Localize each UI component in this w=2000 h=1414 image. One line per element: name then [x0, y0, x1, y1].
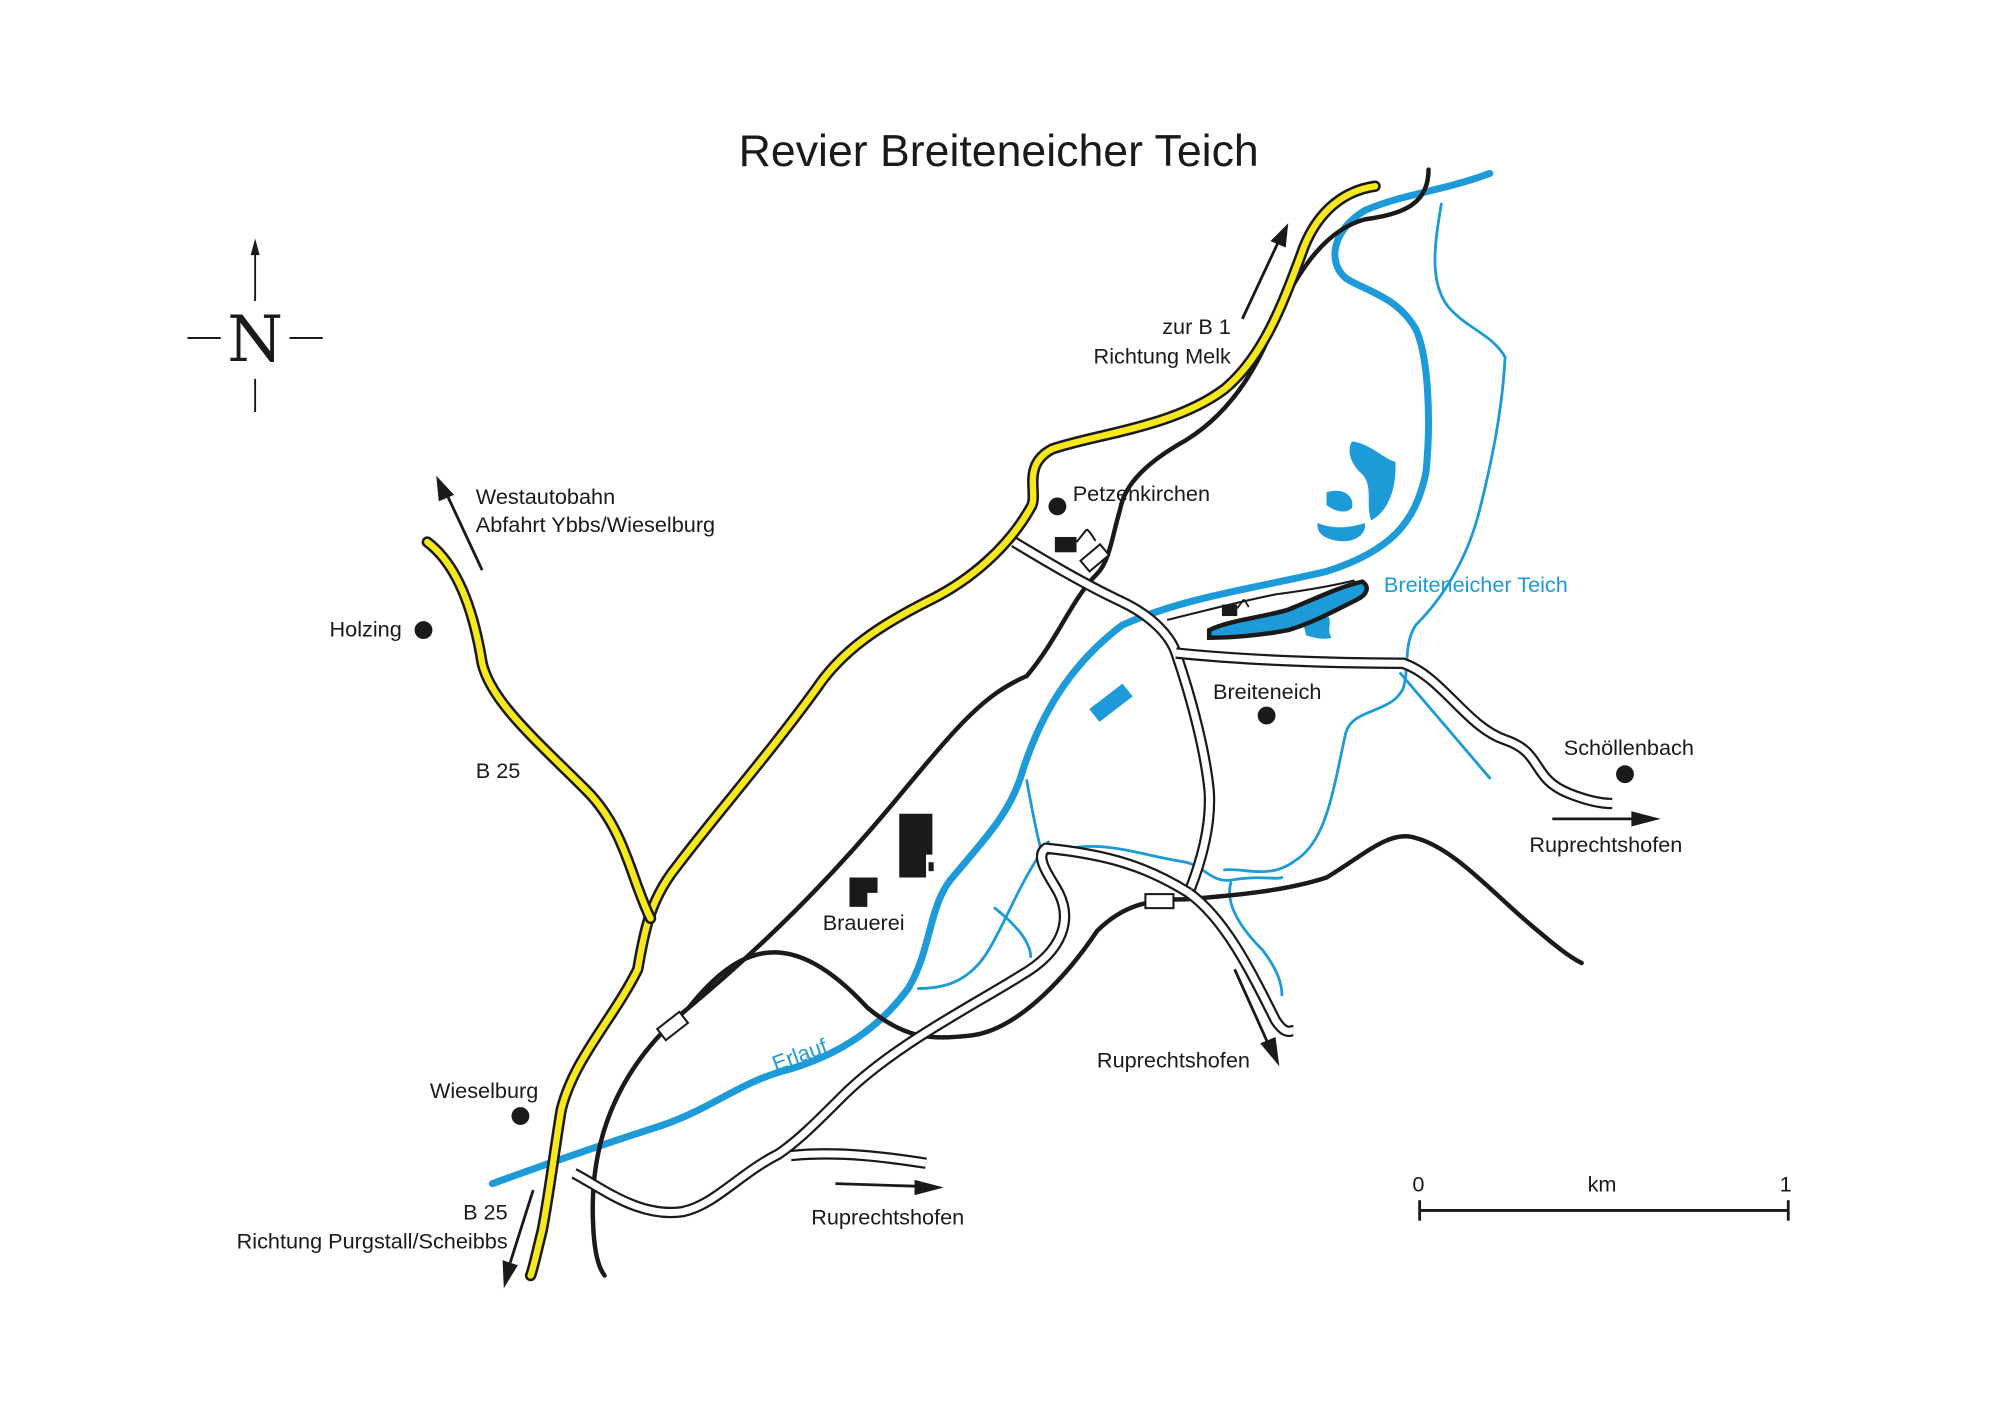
town-dot-icon: [511, 1107, 530, 1125]
building-icon: [899, 813, 933, 878]
scale-bar: 0 km 1: [1412, 1171, 1792, 1221]
building-icon: [1054, 536, 1077, 553]
pond-north-3: [1317, 522, 1366, 542]
fishing-hut-icon: [1236, 598, 1250, 609]
breiteneicher-teich: [1206, 579, 1369, 640]
direction-label: Abfahrt Ybbs/Wieselburg: [476, 512, 715, 537]
river-label: Erlauf: [769, 1033, 832, 1076]
pond-north: [1349, 441, 1396, 521]
place-label: Wieselburg: [430, 1078, 538, 1103]
pond-small-east: [1303, 616, 1332, 639]
fishing-hut-icon: [1075, 528, 1097, 543]
direction-arrow-icon: [436, 475, 484, 571]
stream-brewery-2: [916, 840, 1050, 990]
pond-path: [1166, 579, 1355, 621]
place-label: Schöllenbach: [1564, 735, 1694, 760]
direction-label: Ruprechtshofen: [1097, 1048, 1250, 1073]
direction-label: zur B 1: [1162, 314, 1231, 339]
building-icon: [928, 862, 934, 872]
brewery-label: Brauerei: [823, 910, 905, 935]
direction-arrow-icon: [835, 1179, 944, 1196]
town-dot-icon: [1616, 765, 1634, 784]
road-label: B 25: [463, 1199, 508, 1224]
water-layer: [488, 169, 1507, 1188]
main-roads-layer: [421, 180, 1381, 1282]
direction-arrow-icon: [1241, 223, 1289, 320]
north-arrow-icon: N: [187, 238, 323, 412]
local-roads-layer: [571, 537, 1613, 1219]
railway-crossing-icon: [1144, 893, 1175, 910]
direction-arrows: [436, 223, 1661, 1289]
direction-label: Ruprechtshofen: [811, 1204, 964, 1229]
scale-end-label: 1: [1780, 1171, 1792, 1196]
place-label: Breiteneich: [1213, 679, 1321, 704]
side-stream-east: [1223, 202, 1507, 874]
scale-unit-label: km: [1588, 1171, 1617, 1196]
buildings-layer: [849, 528, 1250, 907]
place-label: Petzenkirchen: [1073, 481, 1210, 506]
direction-label: Richtung Melk: [1094, 344, 1231, 369]
map-title: Revier Breiteneicher Teich: [739, 127, 1259, 176]
railway-layer: [590, 167, 1584, 1278]
town-dot-icon: [1048, 497, 1067, 516]
pond-rectangle: [1089, 683, 1133, 722]
side-stream-southeast: [1399, 672, 1492, 780]
erlauf-river: [488, 169, 1494, 1188]
labels-layer: zur B 1 Richtung Melk Westautobahn Abfah…: [237, 314, 1694, 1254]
road-label: B 25: [476, 758, 521, 783]
north-label: N: [227, 303, 283, 377]
direction-label: Westautobahn: [476, 484, 615, 509]
building-icon: [1221, 604, 1238, 617]
railway-crossing-icon: [1079, 542, 1111, 573]
pond-north-2: [1326, 490, 1353, 512]
stream-brewery-3: [993, 906, 1033, 959]
direction-label: Ruprechtshofen: [1529, 832, 1682, 857]
direction-label: Richtung Purgstall/Scheibbs: [237, 1229, 508, 1254]
town-dot-icon: [1257, 706, 1276, 725]
place-label: Holzing: [330, 616, 402, 641]
town-dots: [414, 497, 1634, 1125]
railway-main: [590, 167, 1431, 1278]
direction-arrow-icon: [502, 1189, 535, 1289]
pond-label: Breiteneicher Teich: [1384, 572, 1568, 597]
stream-south: [1228, 881, 1284, 997]
railway-crossing-icon: [655, 1010, 690, 1042]
town-dot-icon: [414, 621, 433, 640]
direction-arrow-icon: [1233, 968, 1280, 1067]
scale-start-label: 0: [1412, 1171, 1424, 1196]
direction-arrow-icon: [1552, 811, 1661, 827]
building-icon: [849, 877, 878, 907]
